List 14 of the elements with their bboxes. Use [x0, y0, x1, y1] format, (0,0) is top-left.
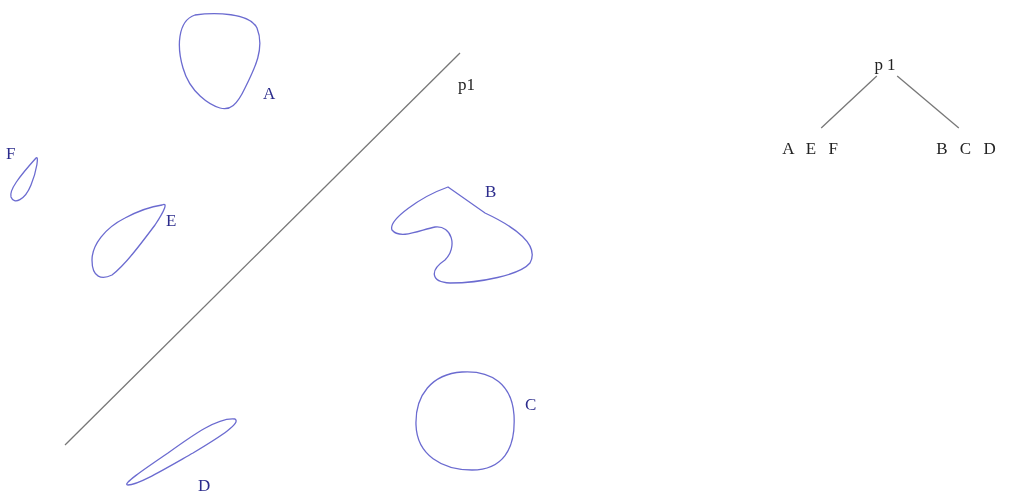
region-label: F	[6, 145, 16, 162]
blob-outline	[390, 185, 535, 285]
line-label: p1	[458, 76, 475, 93]
region-label: D	[198, 477, 211, 494]
region-label: E	[166, 212, 177, 229]
tree-node-label: p1	[870, 52, 904, 78]
tree-node-label: B C D	[922, 136, 1014, 162]
region-label: C	[525, 396, 537, 413]
region-label: B	[485, 183, 497, 200]
tree-branch-line	[820, 75, 878, 129]
blob-outline	[412, 370, 518, 472]
tree-branch-line	[896, 75, 960, 129]
region-label: A	[263, 85, 276, 102]
tree-node-label: A E F	[766, 136, 858, 162]
